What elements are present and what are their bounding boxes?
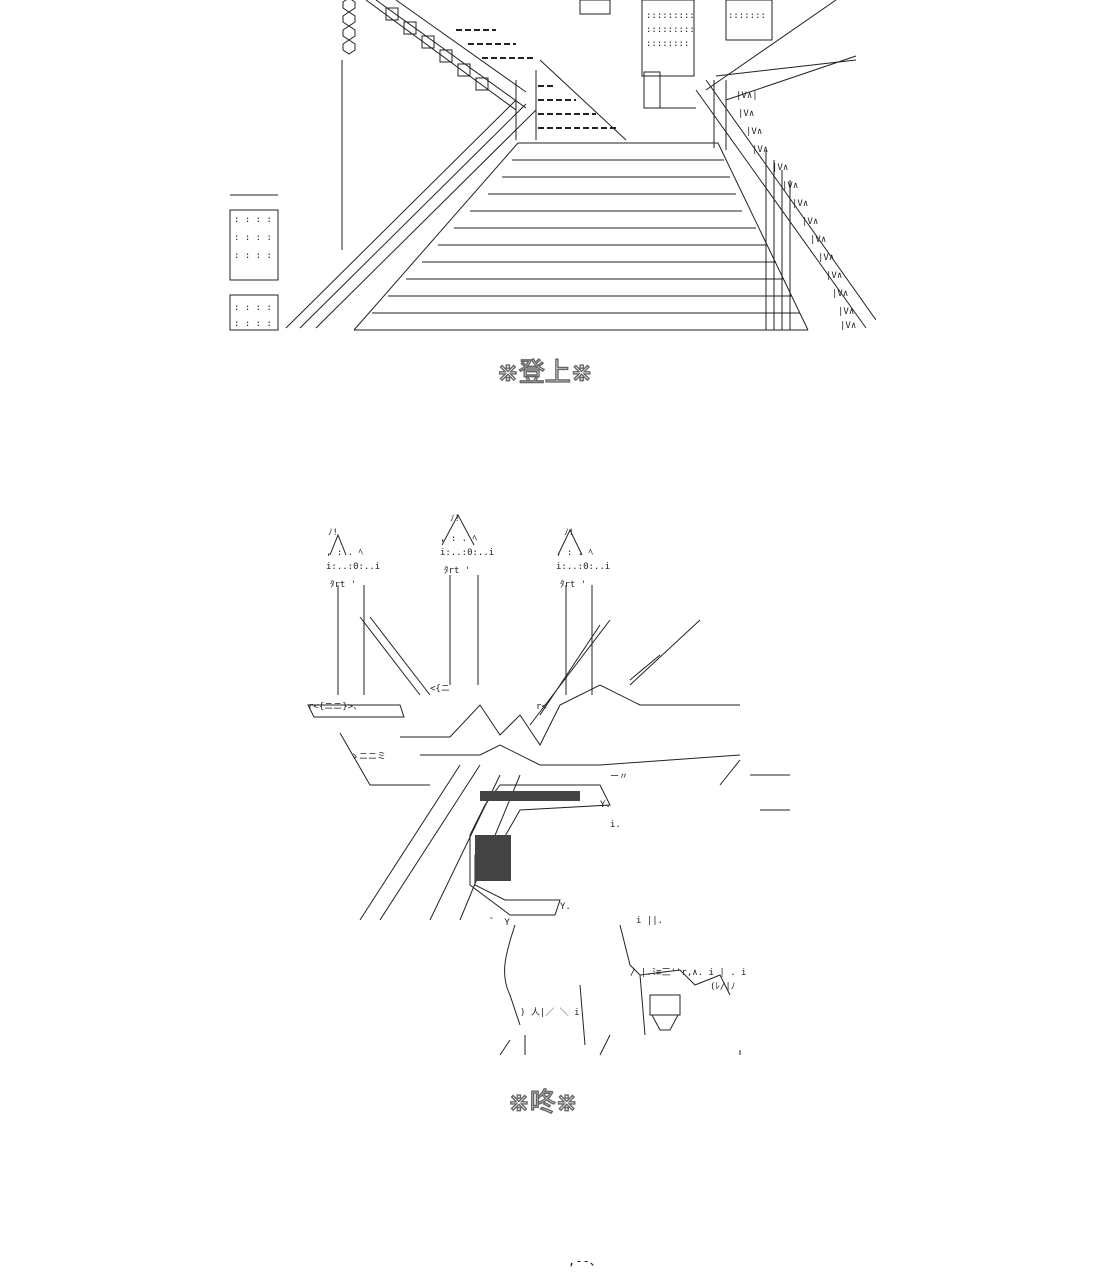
bead-chain: [342, 0, 356, 55]
svg-text:|V∧: |V∧: [838, 307, 854, 317]
svg-text::::::::::: :::::::::: [646, 25, 695, 35]
staircase-illustration: : : : : : : : : : : : : : : : : : : : : …: [229, 0, 876, 331]
svg-text:i:..:0:..i: i:..:0:..i: [556, 562, 610, 572]
svg-text:ﾉ!: ﾉ!: [450, 514, 460, 524]
svg-text:|V∧: |V∧: [772, 163, 788, 173]
svg-text:ﾀrt ': ﾀrt ': [330, 579, 356, 590]
svg-text::::::::: :::::::: [728, 11, 766, 21]
svg-text:|V∧: |V∧: [826, 271, 842, 281]
svg-text:::::::::: ::::::::: [646, 39, 689, 49]
svg-text:|V∧: |V∧: [738, 109, 754, 119]
svg-text:ﾀrt ': ﾀrt ': [444, 565, 470, 576]
speed-lines: [359, 619, 790, 921]
svg-text::::::::::: :::::::::: [646, 11, 695, 21]
svg-text:: : : :: : : : :: [234, 233, 272, 243]
svg-text:i.: i.: [610, 820, 621, 830]
staircase-art-panel: : : : : : : : : : : : : : : : : : : : : …: [226, 0, 876, 332]
svg-text:|V∧: |V∧: [792, 199, 808, 209]
svg-text:|V∧: |V∧: [840, 321, 856, 331]
svg-text:|V∧: |V∧: [802, 217, 818, 227]
svg-text:ﾉ!: ﾉ!: [564, 528, 574, 538]
trailing-art-fragment: ,-‐、: [568, 1254, 602, 1268]
svg-text:, : . ﾍ: , : . ﾍ: [326, 548, 364, 558]
svg-text:Y.: Y.: [560, 902, 571, 912]
svg-text:, : . ﾍ: , : . ﾍ: [556, 548, 594, 558]
caption-thud: ⋇咚⋇: [507, 1087, 578, 1118]
svg-text:, : . ﾍ: , : . ﾍ: [440, 534, 478, 544]
caption-climb: ⋇登上⋇: [496, 357, 593, 388]
svg-text:) 人|／ ＼ i: ) 人|／ ＼ i: [520, 1007, 580, 1018]
svg-text:ﾀrt ': ﾀrt ': [560, 579, 586, 590]
svg-text:|V∧: |V∧: [832, 289, 848, 299]
chandelier-illustration: ﾉ! , : . ﾍ i:..:0:..i ﾀrt ' ﾉ! , : . ﾍ i…: [307, 513, 790, 1056]
svg-text:: : : :: : : : :: [234, 319, 272, 329]
svg-text:|V∧: |V∧: [782, 181, 798, 191]
character-figure: [504, 924, 731, 1046]
svg-text:i:..:0:..i: i:..:0:..i: [326, 562, 380, 572]
candle-center: [441, 513, 479, 685]
svg-text:: : : :: : : : :: [234, 303, 272, 313]
svg-text:ﾉ!: ﾉ!: [328, 528, 338, 538]
svg-text:: : : :: : : : :: [234, 251, 272, 261]
svg-text:<{ニ: <{ニ: [430, 684, 450, 694]
svg-text:(ﾚ/|ﾉ: (ﾚ/|ﾉ: [710, 982, 735, 992]
svg-text:ー〃: ー〃: [610, 772, 628, 782]
svg-text:|V∧: |V∧: [810, 235, 826, 245]
impact-zigzag: [400, 684, 740, 746]
svg-text:ゝニニミ: ゝニニミ: [350, 752, 386, 762]
left-wall-panels: [229, 194, 279, 331]
fallen-chandelier: [469, 784, 611, 916]
svg-text:Y.: Y.: [600, 800, 611, 810]
svg-text:|V∧: |V∧: [818, 253, 834, 263]
svg-text:|V∧|: |V∧|: [736, 91, 758, 101]
svg-text:r<{ニニ}>、: r<{ニニ}>、: [308, 702, 362, 712]
right-balusters: [713, 80, 791, 330]
svg-text:i ||.: i ||.: [636, 916, 663, 926]
svg-text:r<: r<: [536, 702, 547, 712]
svg-text:/ |.ﾐ≡三''r,∧. i | . i: / |.ﾐ≡三''r,∧. i | . i: [630, 968, 746, 978]
svg-text:i:..:0:..i: i:..:0:..i: [440, 548, 494, 558]
svg-text:|V∧: |V∧: [746, 127, 762, 137]
svg-text:|V∧: |V∧: [752, 145, 768, 155]
svg-text:: : : :: : : : :: [234, 215, 272, 225]
stair-steps: [354, 142, 808, 331]
chandelier-art-panel: ﾉ! , : . ﾍ i:..:0:..i ﾀrt ' ﾉ! , : . ﾍ i…: [300, 505, 800, 1065]
candle-left: [329, 533, 365, 695]
svg-text:゛ Y: ゛ Y: [490, 917, 510, 928]
